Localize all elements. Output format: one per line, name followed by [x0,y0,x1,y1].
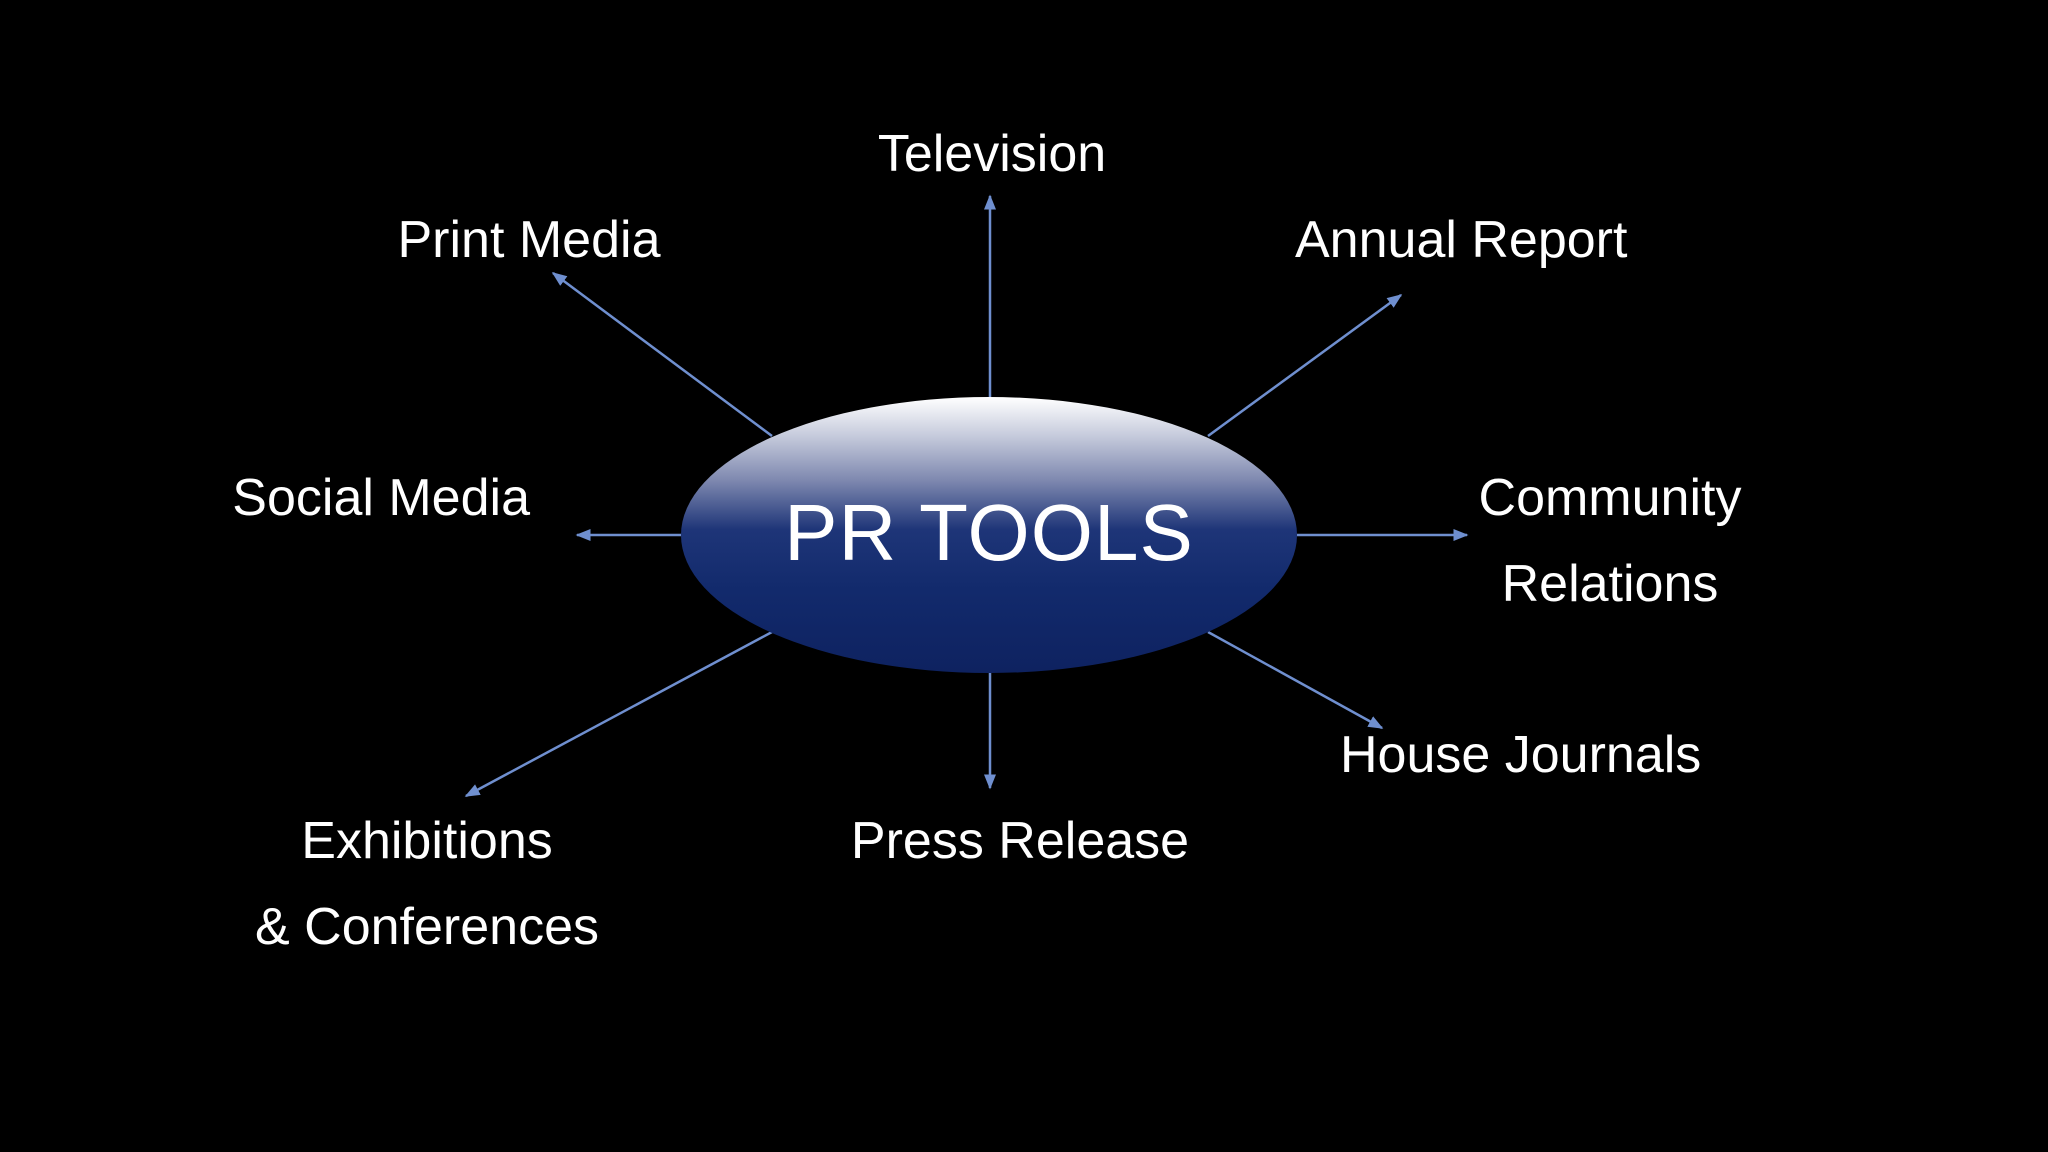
tool-label: Television [877,125,1107,183]
arrow-annual-report [1207,293,1403,438]
arrow-print-media [551,271,773,438]
tool-annual-report: Annual Report [1295,197,1715,283]
hub-label: PR TOOLS [784,488,1194,577]
tool-house-journals: House Journals [1340,712,1760,798]
tool-label: Annual Report [1295,211,1628,269]
tool-exhibitions-conferences: Exhibitions & Conferences [222,798,632,970]
arrow-exhibitions-conferences [464,630,773,798]
tool-label-line-1: Exhibitions [301,812,553,870]
tool-television: Television [822,111,1162,197]
tool-label: Press Release [850,812,1190,870]
tool-print-media: Print Media [369,197,689,283]
tool-label: House Journals [1340,726,1702,784]
tool-press-release: Press Release [840,798,1200,884]
tool-label: Social Media [232,469,530,527]
tool-social-media: Social Media [160,455,530,541]
tool-label-line-1: Community [1478,469,1742,527]
tool-label-line-2: & Conferences [255,898,599,956]
pr-tools-hub: PR TOOLS [681,397,1297,673]
tool-label: Print Media [397,211,661,269]
tool-community-relations: Community Relations [1450,455,1770,627]
arrow-house-journals [1207,630,1384,730]
tool-label-line-2: Relations [1501,555,1719,613]
